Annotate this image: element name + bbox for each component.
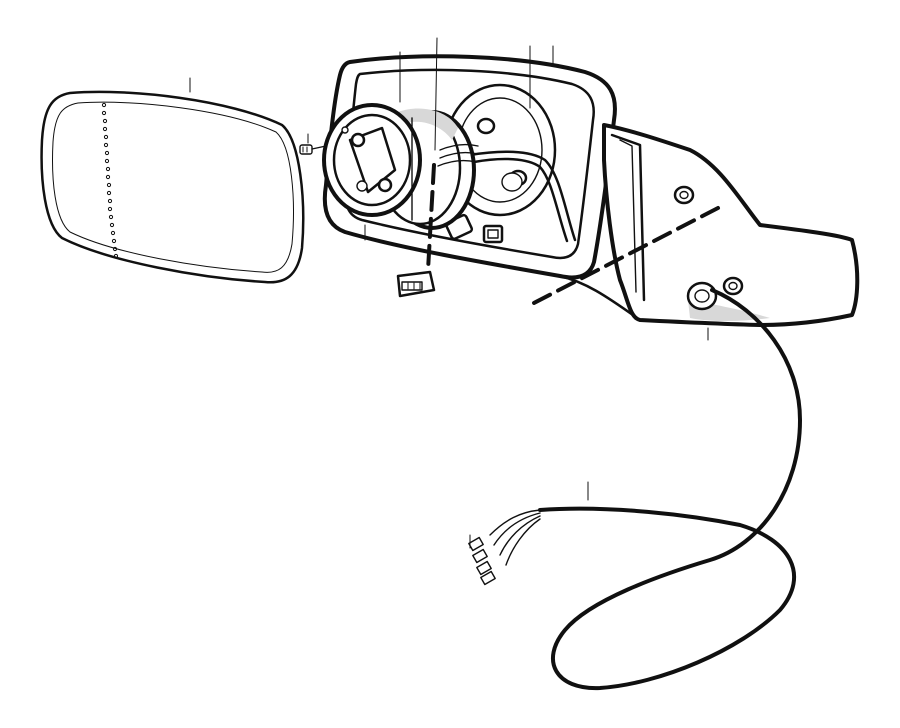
wiring-harness [538,288,802,691]
mirror-glass [40,77,305,284]
retaining-screw [299,133,327,155]
mounting-bracket [558,123,860,341]
heater-element-dots [101,102,119,259]
connector-lead [426,163,436,272]
connector-plug [396,270,436,298]
adjustment-motor [322,37,479,241]
separation-line [528,206,720,307]
harness-terminals [468,509,541,586]
